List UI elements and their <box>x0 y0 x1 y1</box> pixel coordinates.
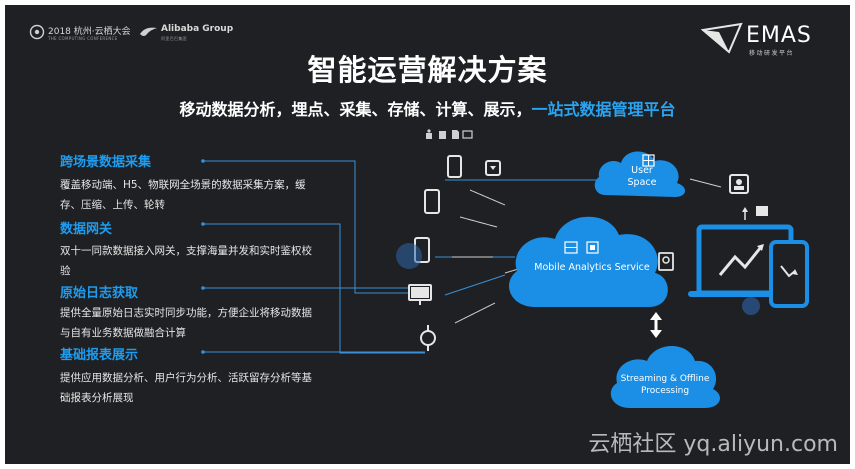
emas-logo-icon <box>701 22 743 54</box>
android-icon <box>439 131 446 139</box>
devices <box>408 155 501 346</box>
event-title: 2018 杭州·云栖大会 <box>48 27 131 37</box>
feature-desc: 提供应用数据分析、用户行为分析、活跃留存分析等基础报表分析展现 <box>60 372 312 404</box>
file-icon <box>452 130 459 139</box>
search-document-icon <box>658 252 674 271</box>
user-space-label-line: User <box>631 165 653 176</box>
subtitle-prefix: 移动数据分析，埋点、采集、存储、计算、展示， <box>179 100 532 119</box>
chat-icon <box>756 206 768 216</box>
download-arrow-icon <box>490 166 496 170</box>
diagram <box>201 129 809 408</box>
page-title: 智能运营解决方案 <box>307 53 548 87</box>
user-icon <box>729 174 749 194</box>
group-subname: 阿里巴巴集团 <box>161 36 187 41</box>
page-subtitle: 移动数据分析，埋点、采集、存储、计算、展示，一站式数据管理平台 <box>5 96 850 120</box>
processing-label-line: Processing <box>640 386 690 396</box>
monitor-screen <box>411 287 429 298</box>
download-box-icon <box>485 160 501 176</box>
feature-desc: 覆盖移动端、H5、物联网全场景的数据采集方案，缓存、压缩、上传、轮转 <box>60 179 306 211</box>
feature-title: 数据网关 <box>60 222 113 237</box>
feature-desc: 双十一同款数据接入网关，支撑海量并发和实时鉴权校验 <box>60 245 312 277</box>
device-arrows <box>452 178 722 324</box>
watch-icon <box>420 330 436 346</box>
event-subtitle: THE COMPUTING CONFERENCE <box>48 36 118 41</box>
mobile-device <box>769 240 809 308</box>
connector-dot <box>201 159 205 163</box>
processing-cloud <box>610 346 720 408</box>
user-space-label-line: Space <box>627 177 657 188</box>
phone-icon <box>447 155 462 178</box>
connector-dot <box>201 222 205 226</box>
connector-dot <box>201 286 205 290</box>
feature-desc: 提供全量原始日志实时同步功能，方便企业将移动数据与自有业务数据做融合计算 <box>60 307 312 339</box>
processing-label: Streaming & Offline Processing <box>605 373 725 397</box>
trend-up-icon <box>718 246 763 276</box>
feature-title: 原始日志获取 <box>60 286 139 301</box>
glow-circle <box>742 297 760 315</box>
brand-name: EMAS <box>746 23 812 48</box>
watermark: 云栖社区 yq.aliyun.com <box>588 432 838 457</box>
glow-circle <box>396 243 422 269</box>
subtitle-highlight: 一站式数据管理平台 <box>531 100 676 119</box>
conference-logo-icon <box>29 24 45 40</box>
platform-icons <box>426 129 473 139</box>
group-name: Alibaba Group <box>161 24 234 34</box>
connector-dot <box>201 350 205 354</box>
feature-title: 跨场景数据采集 <box>60 155 152 170</box>
mobile-analytics-label: Mobile Analytics Service <box>534 262 650 273</box>
phone-icon <box>424 189 440 214</box>
screen-icon <box>462 130 473 139</box>
processing-label-line: Streaming & Offline <box>620 374 710 384</box>
brand-subname: 移动研发平台 <box>749 50 795 57</box>
feature-title: 基础报表展示 <box>60 348 139 363</box>
double-arrow-icon <box>650 312 662 338</box>
chip-icon <box>586 241 599 254</box>
alibaba-logo-icon <box>140 27 157 36</box>
slide: 2018 杭州·云栖大会 THE COMPUTING CONFERENCE Al… <box>5 5 850 464</box>
person-icon <box>427 129 431 133</box>
user-space-label: User Space <box>617 165 667 189</box>
mobile-analytics-cloud <box>508 216 668 307</box>
person-icon-body <box>426 133 432 139</box>
user-space-cloud <box>594 151 686 197</box>
